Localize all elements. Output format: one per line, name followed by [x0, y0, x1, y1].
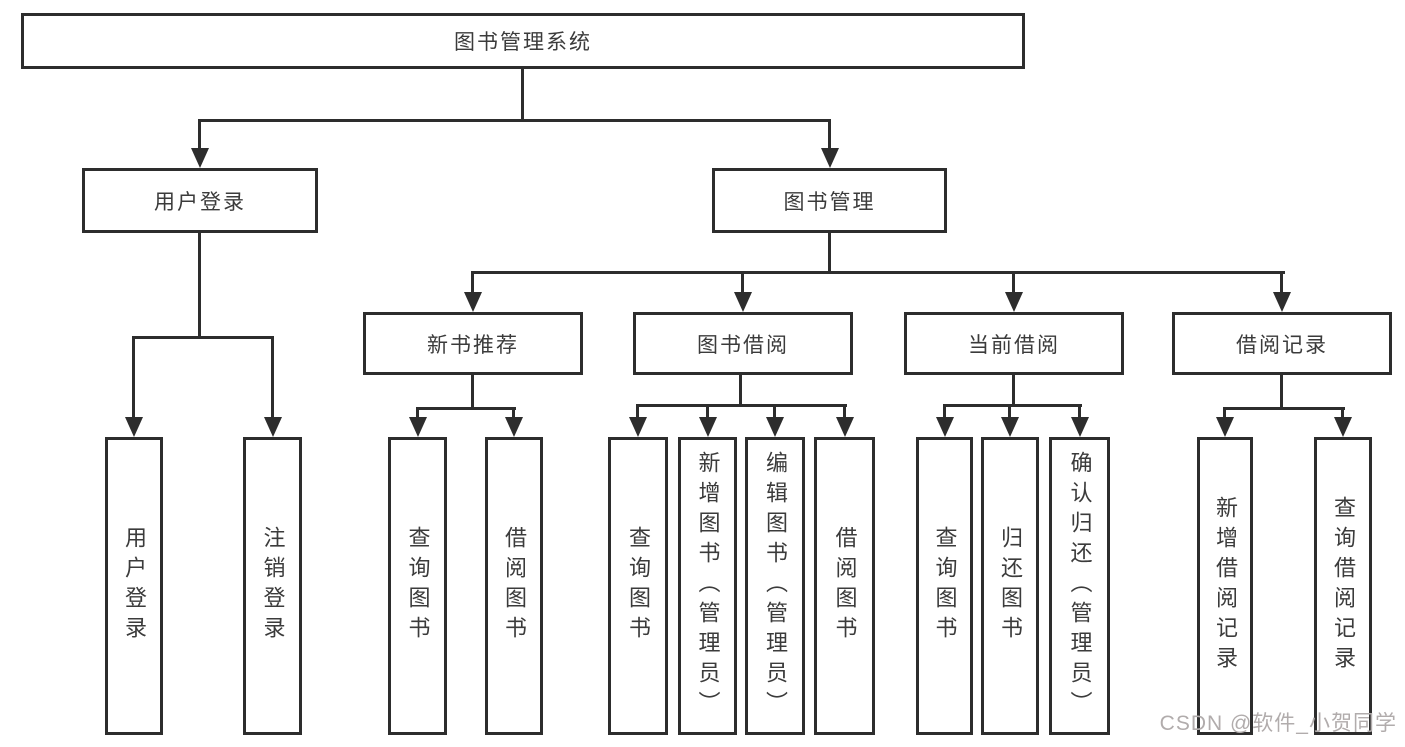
arrow-down-leaf — [1070, 404, 1089, 437]
node-label: 图书管理系统 — [454, 31, 592, 54]
node-label: 新书推荐 — [427, 333, 519, 357]
leaf-query-books-current: 查询图书 — [916, 437, 973, 735]
leaf-label: 查询图书 — [932, 526, 958, 646]
node-label: 图书管理 — [783, 190, 876, 214]
arrow-down-to-user-login-leaf — [124, 336, 143, 437]
node-label: 图书借阅 — [697, 333, 789, 357]
edge-current-borrow-vline — [1012, 375, 1015, 404]
node-label: 借阅记录 — [1236, 333, 1328, 357]
arrow-down-leaf — [628, 404, 647, 437]
arrow-down-to-user-login — [190, 119, 209, 168]
arrow-down-to-book-borrow — [733, 271, 752, 312]
leaf-return-books: 归还图书 — [981, 437, 1039, 735]
arrow-down-leaf — [835, 404, 854, 437]
node-user-login: 用户登录 — [82, 168, 318, 233]
edge-new-book-vline — [471, 375, 474, 407]
node-borrowing-records: 借阅记录 — [1172, 312, 1392, 375]
leaf-label: 注销登录 — [260, 526, 286, 646]
arrow-down-leaf — [698, 404, 717, 437]
node-label: 用户登录 — [154, 190, 246, 214]
edge-book-management-vline — [828, 233, 831, 271]
edge-current-borrow-hline — [943, 404, 1082, 407]
arrow-down-to-logout-leaf — [263, 336, 282, 437]
node-book-management: 图书管理 — [712, 168, 947, 233]
leaf-label: 编辑图书（管理员） — [763, 451, 788, 721]
edge-book-borrow-vline — [739, 375, 742, 404]
node-book-borrowing: 图书借阅 — [633, 312, 853, 375]
node-new-book-recommend: 新书推荐 — [363, 312, 583, 375]
leaf-label: 借阅图书 — [832, 526, 858, 646]
leaf-label: 查询借阅记录 — [1331, 496, 1356, 676]
arrow-down-to-book-management — [820, 119, 839, 168]
edge-new-book-hline — [416, 407, 516, 410]
arrow-down-leaf — [408, 407, 427, 437]
leaf-query-borrow-record: 查询借阅记录 — [1314, 437, 1372, 735]
leaf-logout: 注销登录 — [243, 437, 302, 735]
leaf-add-borrow-record: 新增借阅记录 — [1197, 437, 1253, 735]
arrow-down-leaf — [504, 407, 523, 437]
leaf-label: 新增图书（管理员） — [695, 451, 721, 721]
leaf-borrow-books: 借阅图书 — [814, 437, 875, 735]
arrow-down-leaf — [1000, 404, 1019, 437]
leaf-label: 确认归还（管理员） — [1067, 451, 1093, 721]
leaf-borrow-books-recommend: 借阅图书 — [485, 437, 543, 735]
leaf-user-login: 用户登录 — [105, 437, 163, 735]
leaf-label: 借阅图书 — [502, 526, 527, 646]
leaf-add-books-admin: 新增图书（管理员） — [678, 437, 737, 735]
arrow-down-leaf — [765, 404, 784, 437]
leaf-label: 查询图书 — [405, 526, 431, 646]
edge-book-borrow-hline — [636, 404, 847, 407]
edge-borrow-records-vline — [1280, 375, 1283, 407]
node-library-management-system: 图书管理系统 — [21, 13, 1025, 69]
leaf-confirm-return-admin: 确认归还（管理员） — [1049, 437, 1110, 735]
arrow-down-to-new-book — [463, 271, 482, 312]
edge-user-login-vline — [198, 233, 201, 336]
arrow-down-to-current-borrow — [1004, 271, 1023, 312]
leaf-label: 新增借阅记录 — [1213, 496, 1238, 676]
arrow-down-leaf — [1215, 407, 1234, 437]
leaf-label: 归还图书 — [998, 526, 1023, 646]
arrow-down-leaf — [1333, 407, 1352, 437]
leaf-label: 用户登录 — [122, 526, 147, 646]
edge-root-hline — [198, 119, 831, 122]
leaf-query-books: 查询图书 — [608, 437, 668, 735]
leaf-label: 查询图书 — [626, 526, 651, 646]
node-label: 当前借阅 — [968, 333, 1060, 357]
node-current-borrowing: 当前借阅 — [904, 312, 1124, 375]
arrow-down-to-borrow-records — [1272, 271, 1291, 312]
edge-borrow-records-hline — [1224, 407, 1345, 410]
edge-root-vline — [521, 68, 524, 119]
leaf-query-books-recommend: 查询图书 — [388, 437, 447, 735]
leaf-edit-books-admin: 编辑图书（管理员） — [745, 437, 805, 735]
edge-book-management-hline — [471, 271, 1285, 274]
arrow-down-leaf — [935, 404, 954, 437]
edge-user-login-hline — [133, 336, 274, 339]
